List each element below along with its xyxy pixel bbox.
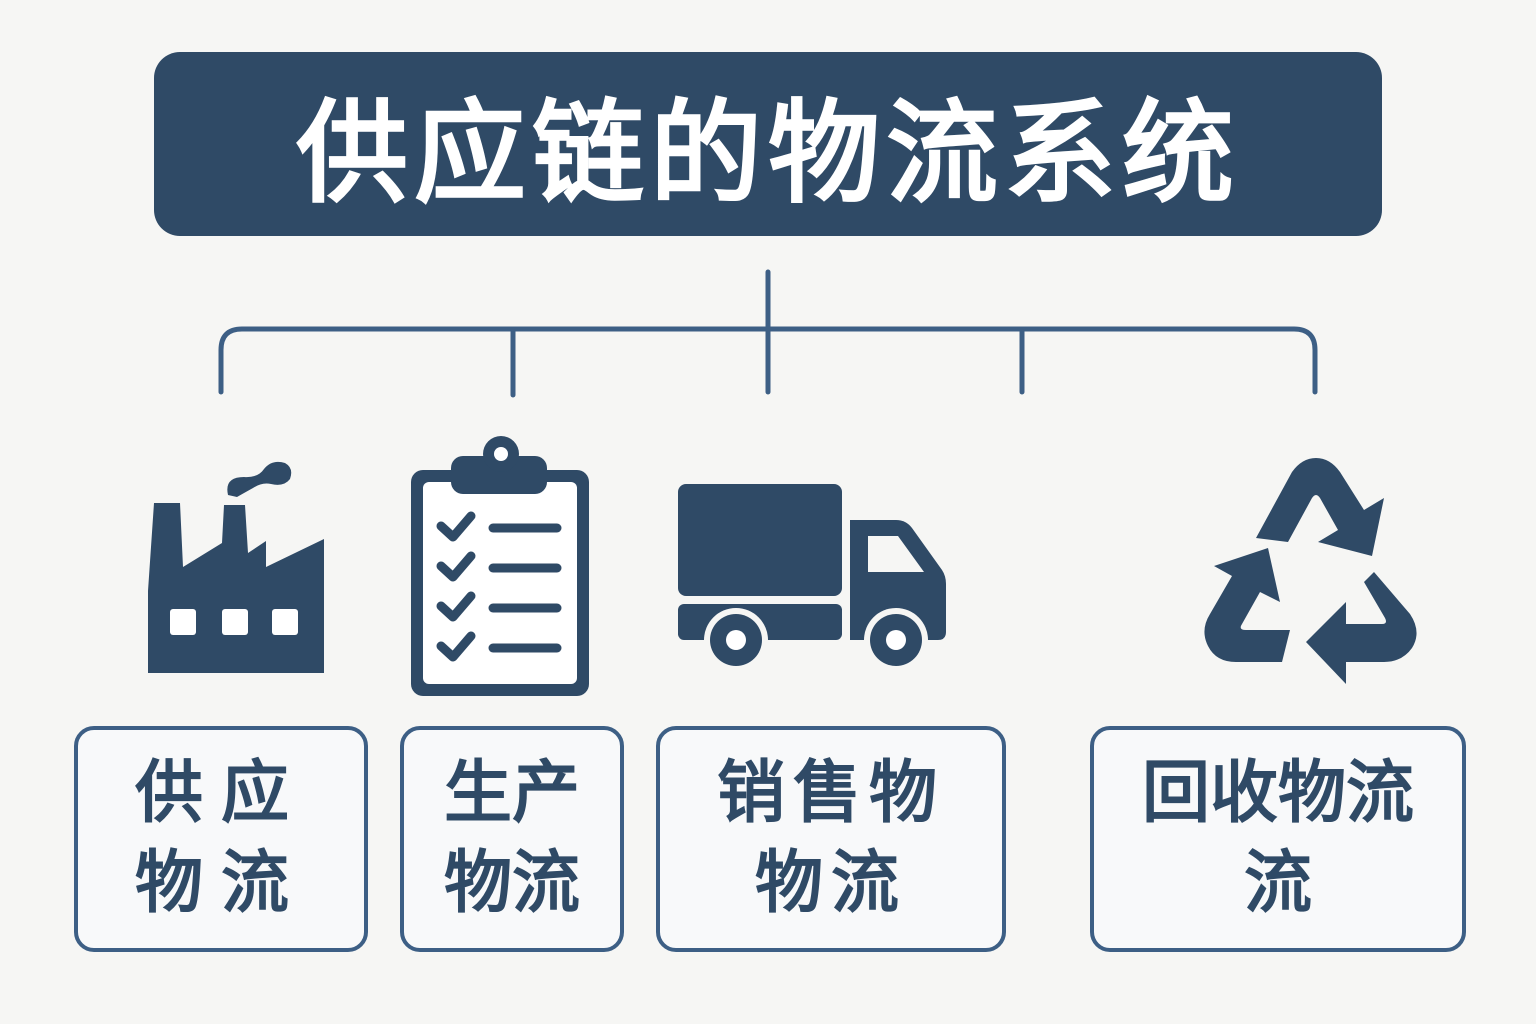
factory-icon bbox=[148, 461, 324, 673]
recycling-logistics-label: 回收物流 流 bbox=[1141, 754, 1414, 923]
truck-icon bbox=[678, 484, 946, 672]
production-logistics-label: 生产 物流 bbox=[443, 754, 580, 923]
diagram-title: 供应链的物流系统 bbox=[296, 89, 1240, 219]
title-banner: 供应链的物流系统 bbox=[154, 52, 1382, 236]
sales-logistics-label: 销售物 物流 bbox=[716, 754, 945, 923]
supply-logistics-label: 供应 物流 bbox=[134, 754, 307, 923]
supply-logistics-box: 供应 物流 bbox=[74, 726, 368, 952]
production-logistics-box: 生产 物流 bbox=[400, 726, 624, 952]
recycling-logistics-box: 回收物流 流 bbox=[1090, 726, 1466, 952]
recycle-icon bbox=[1204, 458, 1417, 684]
sales-logistics-box: 销售物 物流 bbox=[656, 726, 1006, 952]
clipboard-checklist-icon bbox=[411, 436, 589, 696]
